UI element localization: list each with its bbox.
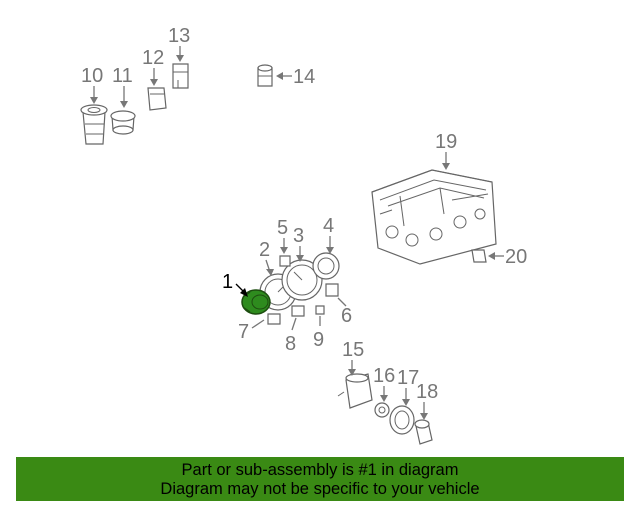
callout-15: 15 (342, 339, 364, 361)
part-7 (267, 313, 281, 325)
callout-6: 6 (341, 305, 352, 327)
part-13 (172, 63, 189, 89)
part-4 (312, 252, 340, 280)
callout-16: 16 (373, 365, 395, 387)
callout-8: 8 (285, 333, 296, 355)
part-14 (257, 64, 273, 87)
callout-5: 5 (277, 217, 288, 239)
part-9 (315, 305, 325, 315)
part-11 (110, 110, 136, 135)
part-6 (325, 283, 339, 297)
banner-line-1: Part or sub-assembly is #1 in diagram (181, 461, 459, 479)
callout-19: 19 (435, 131, 457, 153)
part-5 (279, 255, 291, 267)
part-1-highlighted (241, 289, 271, 315)
callout-17: 17 (397, 367, 419, 389)
callout-18: 18 (416, 381, 438, 403)
callout-20: 20 (505, 246, 527, 268)
part-12 (147, 87, 167, 111)
callout-9: 9 (313, 329, 324, 351)
info-banner: Part or sub-assembly is #1 in diagram Di… (16, 457, 624, 501)
banner-line-2: Diagram may not be specific to your vehi… (160, 480, 480, 498)
part-3 (281, 259, 323, 301)
part-10 (80, 104, 108, 145)
part-19 (371, 169, 497, 265)
part-16 (374, 402, 390, 418)
callout-4: 4 (323, 215, 334, 237)
part-17 (389, 405, 415, 435)
callout-14: 14 (293, 66, 315, 88)
part-8 (291, 305, 305, 317)
callout-12: 12 (142, 47, 164, 69)
callout-11: 11 (112, 65, 133, 87)
callout-2: 2 (259, 239, 270, 261)
callout-3: 3 (293, 225, 304, 247)
callout-10: 10 (81, 65, 103, 87)
part-18 (414, 419, 433, 445)
part-20 (471, 249, 487, 263)
callout-7: 7 (238, 321, 249, 343)
callout-1: 1 (222, 271, 233, 293)
callout-13: 13 (168, 25, 190, 47)
part-15 (337, 373, 373, 409)
